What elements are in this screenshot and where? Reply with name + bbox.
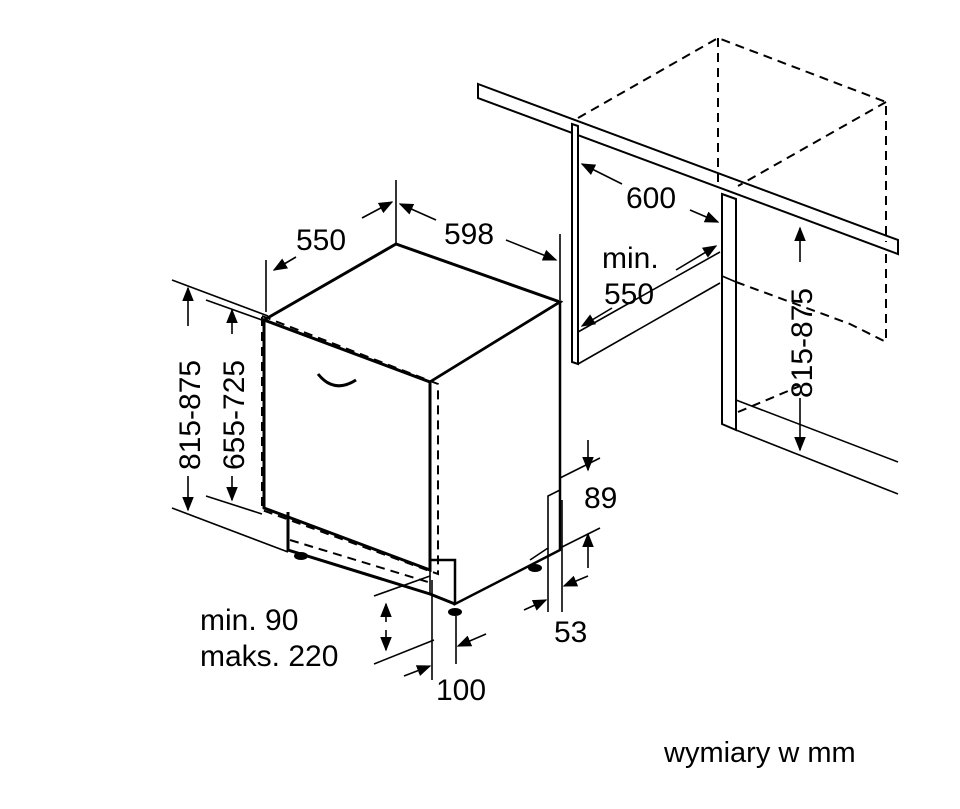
label-niche-depth: 550 [604, 278, 654, 311]
foot-left [294, 552, 308, 560]
label-depth: 550 [296, 224, 346, 257]
label-plinth-depth: 53 [554, 616, 587, 649]
label-height-door: 655-725 [218, 360, 251, 470]
right-cabinet-side [721, 192, 737, 432]
left-cabinet-side [571, 122, 579, 366]
niche-cabinet [477, 36, 899, 495]
label-height-total: 815-875 [174, 360, 207, 470]
label-foot-max: maks. 220 [200, 640, 338, 673]
label-niche-width: 600 [626, 182, 676, 215]
foot-right [528, 564, 542, 572]
foot-front [448, 608, 462, 616]
label-plinth-height: 89 [584, 482, 617, 515]
label-niche-height: 815-875 [786, 288, 819, 398]
label-width: 598 [444, 218, 494, 251]
units-note: wymiary w mm [663, 737, 856, 769]
countertop [477, 82, 899, 256]
dimension-lines [171, 163, 806, 680]
label-niche-depth-prefix: min. [602, 242, 659, 275]
label-foot-offset: 100 [436, 674, 486, 707]
dishwasher [260, 242, 564, 616]
label-foot-min: min. 90 [200, 604, 298, 637]
door-handle [316, 373, 357, 388]
